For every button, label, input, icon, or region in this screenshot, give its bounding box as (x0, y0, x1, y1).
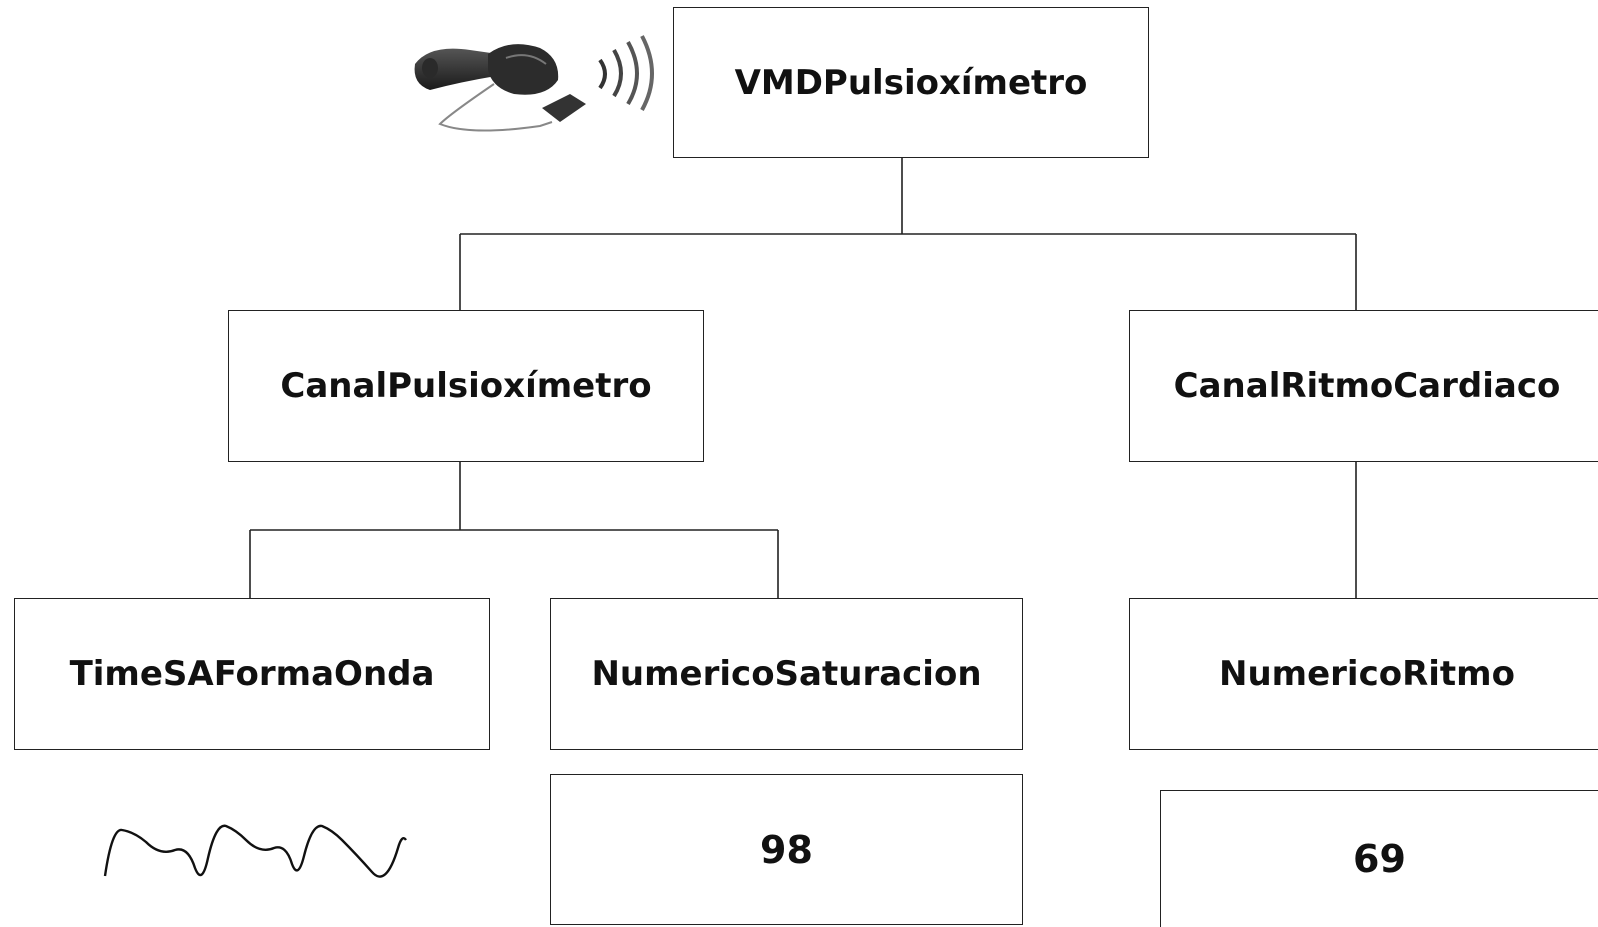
node-numerico-saturacion-label: NumericoSaturacion (591, 654, 982, 694)
node-numerico-ritmo-label: NumericoRitmo (1219, 654, 1515, 694)
saturacion-value: 98 (760, 827, 813, 872)
node-canal-pulsioximetro: CanalPulsioxímetro (228, 310, 704, 462)
node-time-sa-forma-onda: TimeSAFormaOnda (14, 598, 490, 750)
pulse-oximeter-device-icon (414, 35, 654, 132)
node-time-sa-forma-onda-label: TimeSAFormaOnda (69, 654, 435, 694)
root-node-label: VMDPulsioxímetro (734, 62, 1088, 103)
root-node-vmd-pulsioximetro: VMDPulsioxímetro (673, 7, 1149, 158)
node-canal-ritmo-cardiaco-label: CanalRitmoCardiaco (1173, 366, 1561, 406)
node-numerico-saturacion: NumericoSaturacion (550, 598, 1023, 750)
waveform-plot-icon (103, 824, 407, 878)
connector-canal-pulsioximetro (249, 462, 779, 598)
node-canal-pulsioximetro-label: CanalPulsioxímetro (280, 366, 652, 406)
node-numerico-ritmo: NumericoRitmo (1129, 598, 1598, 750)
ritmo-value: 69 (1353, 837, 1406, 881)
connector-root (459, 158, 1357, 310)
node-canal-ritmo-cardiaco: CanalRitmoCardiaco (1129, 310, 1598, 462)
saturacion-value-box: 98 (550, 774, 1023, 925)
ritmo-value-box: 69 (1160, 790, 1598, 927)
